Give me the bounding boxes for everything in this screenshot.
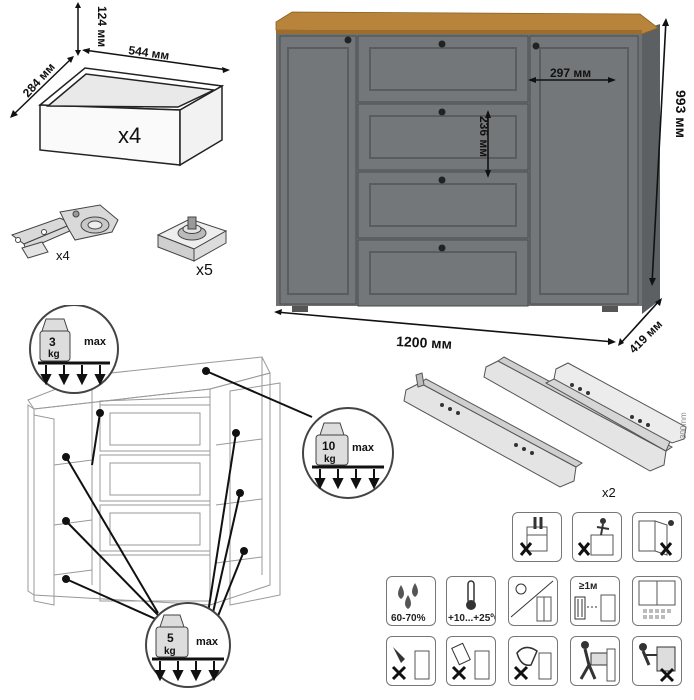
- icon-no-wet-cleaning: [508, 636, 558, 686]
- temperature-label: +10...+25ºC: [448, 613, 495, 624]
- drawer-load-value: 10: [322, 439, 336, 453]
- drawer-slides-illustration: 300mm x2: [403, 356, 688, 500]
- distance-label: ≥1м: [579, 581, 597, 592]
- slide-count: x2: [602, 485, 616, 500]
- icon-temperature: +10...+25ºC: [446, 576, 501, 626]
- top-load-value: 3: [49, 335, 56, 349]
- drawer-width-label: 544 мм: [128, 43, 171, 63]
- top-load-unit: kg: [48, 349, 60, 360]
- shelf-load-badge: 5 kg max: [145, 602, 231, 688]
- total-height-label: 993 мм: [673, 90, 689, 138]
- drawer-load-max: max: [352, 442, 375, 454]
- hinge-illustration: x4: [10, 204, 119, 263]
- drawer-box-diagram: 124 мм 544 мм 284 мм x4: [10, 2, 230, 167]
- foot-count: x5: [196, 262, 213, 279]
- icon-heater-distance: ≥1м: [570, 576, 620, 626]
- drawer-count: x4: [118, 123, 141, 148]
- icon-no-pushing-cabinet: [632, 636, 682, 686]
- drawer-load-unit: kg: [324, 454, 336, 465]
- total-width-label: 1200 мм: [396, 333, 453, 352]
- icon-no-standing-on-drawer: [572, 512, 622, 562]
- foot-illustration: x5: [156, 216, 228, 279]
- load-diagram: 3 kg max 10 kg max 5 kg max: [27, 305, 394, 688]
- humidity-label: 60-70%: [391, 613, 426, 624]
- icon-no-sharp-objects: [386, 636, 436, 686]
- icon-humidity: 60-70%: [386, 576, 436, 626]
- hinge-count: x4: [56, 248, 70, 263]
- shelf-load-value: 5: [167, 631, 174, 645]
- icon-lift-with-two-people: [570, 636, 620, 686]
- icon-no-climbing-open-drawers: [512, 512, 562, 562]
- top-load-badge: 3 kg max: [29, 305, 119, 394]
- icon-no-door-hanging: [632, 512, 682, 562]
- total-depth-label: 419 мм: [626, 317, 665, 356]
- icon-no-direct-sunlight: [508, 576, 558, 626]
- icon-assembly-instructions: [632, 576, 682, 626]
- drawer-depth-label: 284 мм: [20, 60, 58, 100]
- product-cabinet-image: 297 мм 236 мм 993 мм 1200 мм 419 мм: [274, 11, 689, 356]
- drawer-front-height-label: 236 мм: [477, 116, 491, 157]
- slide-length-label: 300mm: [679, 412, 688, 439]
- drawer-height-label: 124 мм: [95, 6, 109, 47]
- door-width-label: 297 мм: [550, 66, 591, 80]
- icon-no-solvents: [446, 636, 496, 686]
- top-load-max: max: [84, 336, 107, 348]
- shelf-load-max: max: [196, 636, 219, 648]
- shelf-load-unit: kg: [164, 646, 176, 657]
- drawer-load-badge: 10 kg max: [302, 407, 394, 499]
